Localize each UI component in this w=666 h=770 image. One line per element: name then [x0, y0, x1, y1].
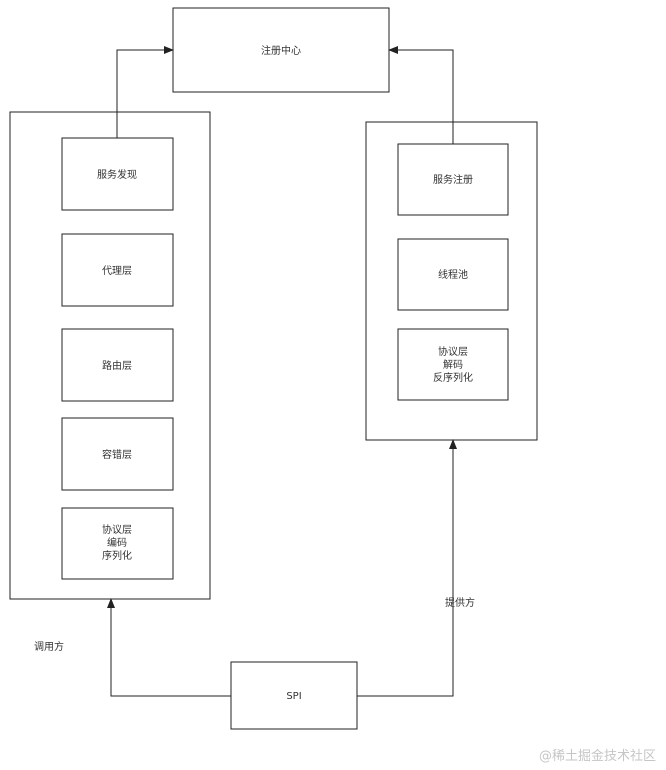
provider-container [365, 121, 538, 441]
consumer-layer-routing: 路由层 [61, 328, 174, 402]
layer-label: 服务注册 [433, 173, 473, 186]
provider-label: 提供方 [445, 596, 475, 609]
provider-layer-protocol-decode: 协议层解码反序列化 [397, 328, 509, 401]
consumer-layer-proxy: 代理层 [61, 233, 174, 307]
watermark: @稀土掘金技术社区 [538, 749, 656, 764]
layer-label: 协议层编码序列化 [102, 523, 132, 562]
consumer-layer-protocol-encode: 协议层编码序列化 [61, 507, 174, 580]
consumer-layer-service-discovery: 服务发现 [61, 137, 174, 211]
provider-layer-service-register: 服务注册 [397, 143, 509, 216]
consumer-label: 调用方 [34, 640, 64, 653]
layer-label: 线程池 [438, 268, 468, 281]
layer-label: 容错层 [102, 448, 132, 461]
arrow-spi-to-consumer [107, 598, 231, 697]
consumer-layer-fault-tolerance: 容错层 [61, 417, 174, 491]
layer-label: 协议层解码反序列化 [433, 345, 473, 384]
registry-label: 注册中心 [261, 44, 301, 57]
layer-label: 路由层 [102, 359, 132, 372]
spi-label: SPI [286, 691, 301, 702]
layer-label: 代理层 [102, 265, 132, 277]
arrow-register-to-registry [388, 46, 454, 144]
provider-layer-thread-pool: 线程池 [397, 238, 509, 311]
arrow-spi-to-provider [357, 439, 457, 697]
layer-label: 服务发现 [97, 168, 137, 181]
arrow-discovery-to-registry [116, 46, 174, 138]
